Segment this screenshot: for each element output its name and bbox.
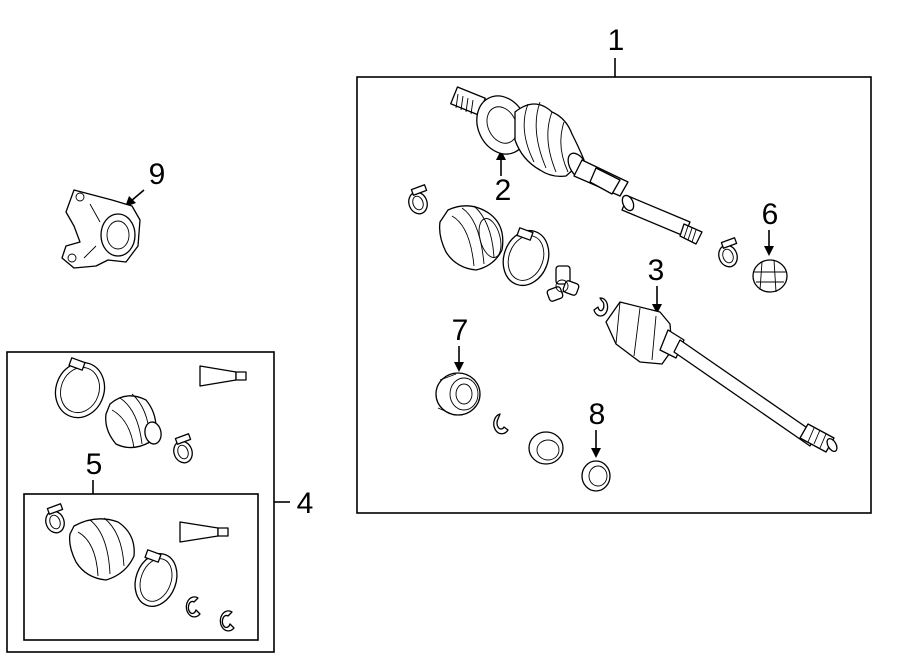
arrow-3 [652,286,662,314]
bearing-icon [435,372,481,416]
axle-shaft-icon [621,194,703,245]
callout-6: 6 [762,198,779,231]
outer-cv-joint-icon [450,86,629,197]
boot-clamp-band-icon [54,357,106,419]
callout-7: 7 [452,314,469,347]
cv-boot-icon [438,205,504,271]
arrow-7 [454,346,464,372]
snap-ring-icon [593,297,609,317]
knuckle-bracket-icon [61,189,141,269]
boot-clamp-large-icon [502,227,550,287]
boot-kit-grease-icon [179,521,229,543]
oil-seal-icon [581,460,611,492]
group-box-1 [356,76,872,514]
callout-9: 9 [149,158,166,191]
small-clamp-icon [173,433,193,464]
boot-icon [105,393,162,449]
callout-2: 2 [495,174,512,207]
arrow-2 [496,150,506,176]
boot-kit-clamp-icon [45,503,65,534]
inner-cv-joint-icon [605,301,685,365]
group-box-5 [23,493,259,641]
callout-8: 8 [589,398,606,431]
arrow-8 [591,430,601,458]
boot-clamp-small-icon [408,184,428,215]
clamp-ring-icon [718,237,738,268]
long-axle-shaft-icon [673,339,838,453]
seal-ring-icon [528,431,564,465]
boot-kit-band-icon [134,549,178,607]
callout-5: 5 [86,448,103,481]
tripod-joint-icon [546,265,580,302]
grease-tube-icon [199,365,247,387]
dust-deflector-icon [752,259,788,293]
callout-1: 1 [608,24,625,57]
boot-kit-snap-ring-icon [185,596,201,618]
boot-kit-boot-icon [68,517,135,581]
boot-kit-circlip-icon [219,610,235,632]
circlip-icon [493,413,509,435]
callout-3: 3 [648,254,665,287]
arrow-6 [764,230,774,256]
callout-4: 4 [297,487,314,520]
